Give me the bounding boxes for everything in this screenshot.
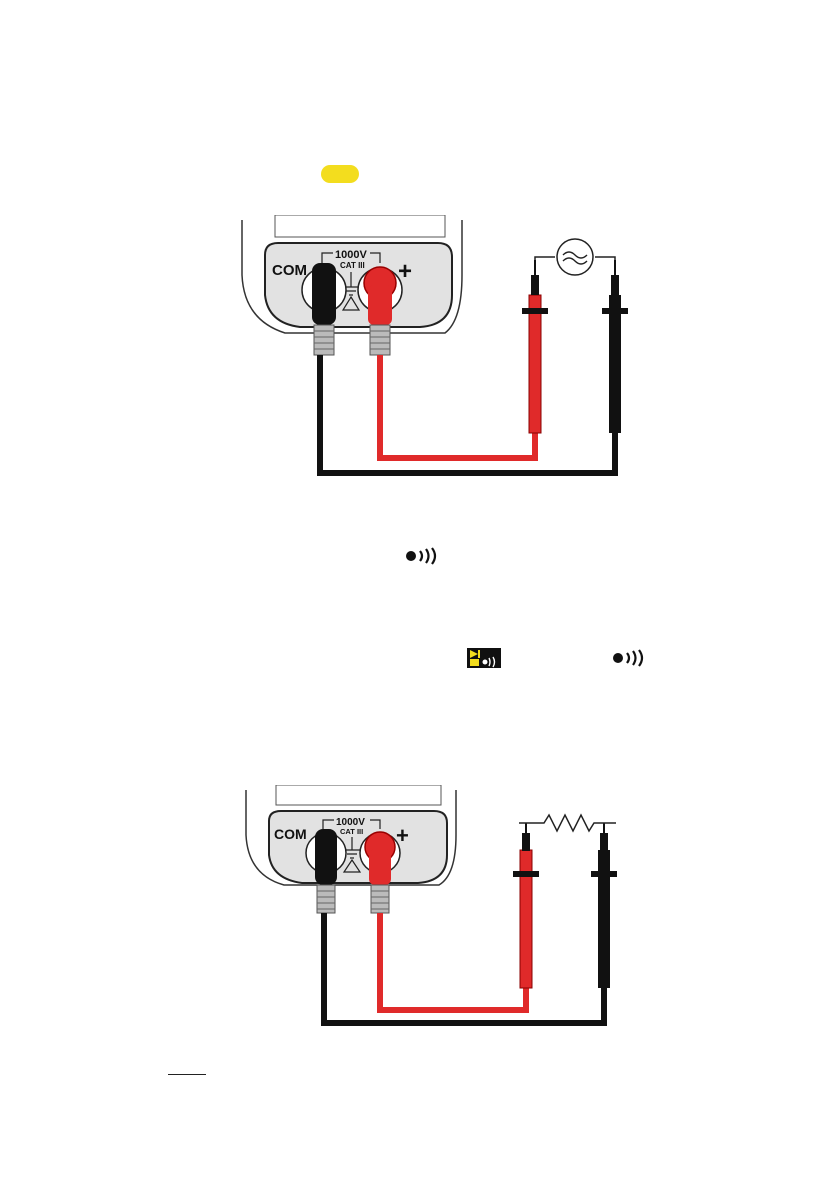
ac-source-icon xyxy=(557,239,593,275)
note-underline xyxy=(168,1074,206,1075)
continuity-beep-icon-2 xyxy=(611,649,655,667)
cat-label: CAT III xyxy=(340,261,365,270)
resistor-icon xyxy=(519,815,616,831)
red-probe-2 xyxy=(520,850,532,988)
yellow-button-indicator xyxy=(321,165,359,183)
black-probe-2 xyxy=(598,850,610,988)
red-probe xyxy=(529,295,541,433)
diagram-ac-measurement: COM + 1000V CAT III xyxy=(230,215,650,485)
red-lead-wire-2 xyxy=(380,913,526,1010)
black-probe xyxy=(609,295,621,433)
black-lead-wire-2 xyxy=(324,913,604,1023)
continuity-beep-icon xyxy=(404,547,448,565)
black-plug-2 xyxy=(315,829,337,885)
red-lead-wire xyxy=(380,355,535,458)
diagram-resistance-measurement: COM + 1000V CAT III xyxy=(234,785,634,1035)
com-label: COM xyxy=(272,262,307,279)
black-plug xyxy=(312,263,336,325)
voltage-label: 1000V xyxy=(335,249,367,261)
com-label-2: COM xyxy=(274,826,307,842)
diode-ohm-continuity-mode-icon xyxy=(467,648,501,668)
cat-label-2: CAT III xyxy=(340,827,363,836)
